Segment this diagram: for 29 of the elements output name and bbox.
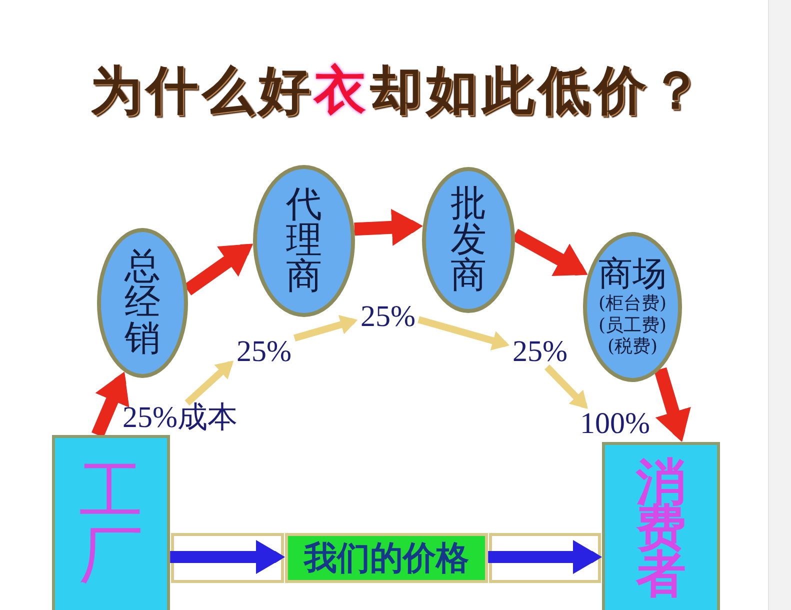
arrow <box>184 360 234 406</box>
node-label: 批发商 <box>450 186 488 294</box>
percent-label: 100% <box>577 409 653 439</box>
title: 为什么好衣却如此低价？ <box>90 62 706 120</box>
node-box <box>602 442 720 610</box>
percent-label: 25% <box>510 337 570 367</box>
arrow <box>354 208 423 246</box>
arrow <box>418 316 510 350</box>
arrow <box>170 540 285 574</box>
percent-label: 25% <box>234 337 294 367</box>
node-label: 消费者 <box>634 458 687 596</box>
node-label: 代理商 <box>285 187 323 295</box>
arrow <box>654 367 691 442</box>
node-label: 总经销 <box>124 249 162 357</box>
node-note: (税费) <box>607 336 658 358</box>
percent-label: 25% <box>358 302 418 332</box>
arrow <box>488 540 602 574</box>
arrow <box>92 372 130 438</box>
node-note: (员工费) <box>598 314 667 336</box>
node-note: (柜台费) <box>598 293 667 315</box>
node-box <box>52 435 170 610</box>
arrow <box>544 364 588 409</box>
node-label: 工厂 <box>78 460 144 588</box>
node-label: 商场 <box>598 256 666 294</box>
price-box <box>285 533 488 583</box>
arrow <box>294 315 358 342</box>
arrow <box>184 244 253 296</box>
node-label: 我们的价格 <box>304 540 469 576</box>
percent-label: 25%成本 <box>120 403 240 433</box>
